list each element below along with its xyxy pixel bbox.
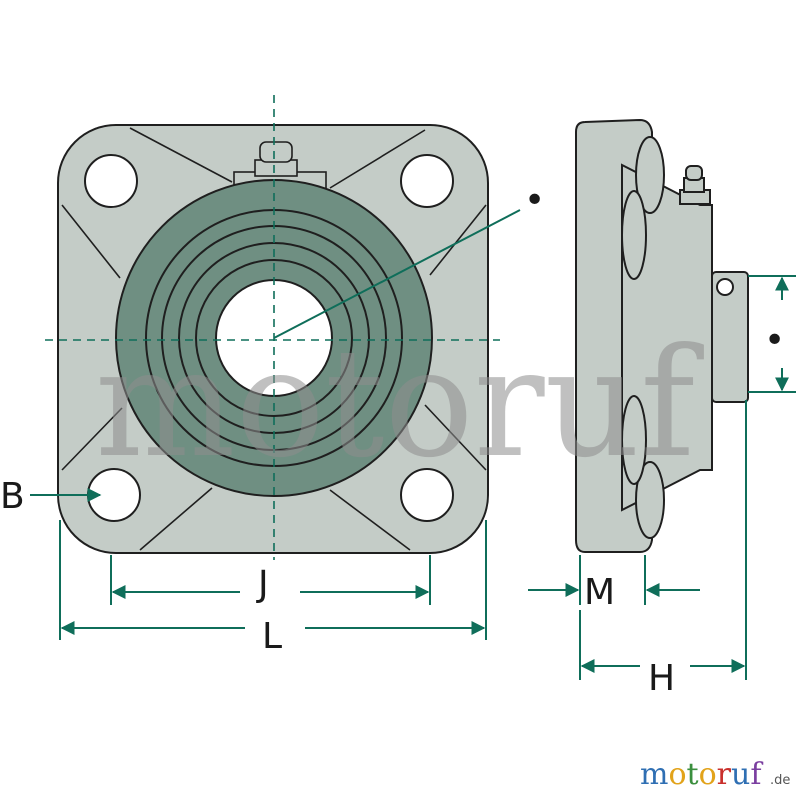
side-grease-nipple-icon (679, 165, 711, 205)
housing-ribs (61, 127, 487, 551)
brand-letter-u: u (731, 757, 750, 792)
brand-letter-o1: o (668, 757, 686, 792)
side-view (575, 118, 749, 553)
svg-text:motoruf: motoruf (640, 757, 763, 792)
label-j: J (256, 564, 269, 605)
side-collar-hole (716, 278, 734, 296)
mounting-hole-top-right (400, 154, 454, 208)
shaft-marker: • (764, 320, 785, 361)
label-h: H (648, 658, 675, 699)
watermark-text: motoruf (95, 317, 704, 491)
mounting-hole-top-left (84, 154, 138, 208)
dimension-lines (30, 275, 796, 680)
brand-letter-o2: o (699, 757, 717, 792)
label-m: M (584, 572, 615, 613)
brand-letter-t: t (687, 757, 699, 792)
brand-logo: motoruf .de (640, 757, 790, 792)
mounting-holes (84, 154, 454, 522)
front-view (45, 95, 521, 560)
label-l: L (262, 616, 282, 657)
brand-letter-m: m (640, 757, 668, 792)
mounting-hole-bottom-right (400, 468, 454, 522)
bore-marker: • (524, 180, 545, 221)
brand-suffix: .de (770, 773, 790, 788)
bore-leader-line (273, 209, 521, 339)
brand-letter-r: r (717, 757, 732, 792)
side-shaft-collar (711, 271, 749, 403)
label-b: B (0, 476, 25, 517)
brand-letter-f: f (750, 757, 763, 792)
center-lines (45, 95, 500, 560)
